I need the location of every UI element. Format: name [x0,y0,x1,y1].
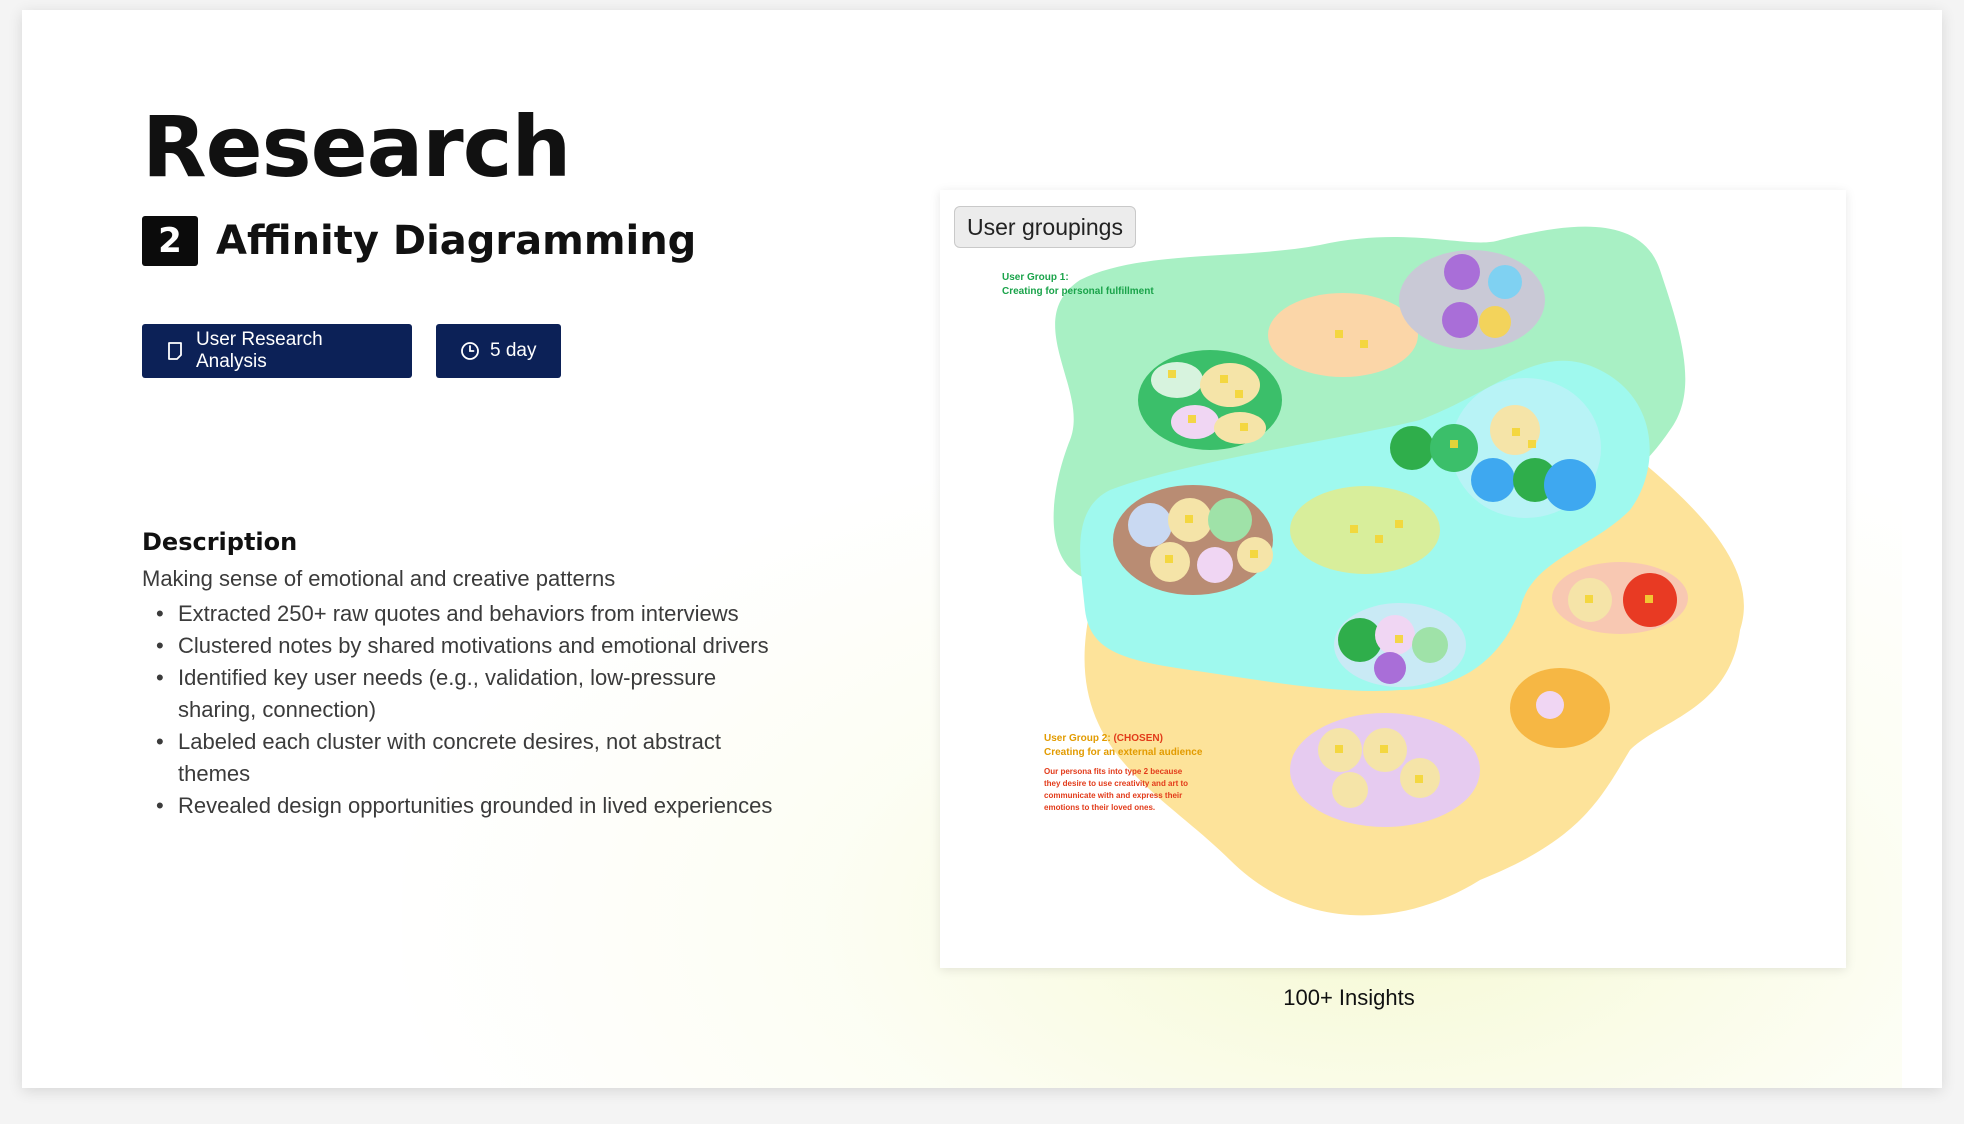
user-groupings-label: User groupings [954,206,1136,248]
list-item: Labeled each cluster with concrete desir… [142,726,782,790]
affinity-diagram-image: User Group 1: Creating for personal fulf… [940,190,1846,968]
group-2-note-line: communicate with and express their [1044,791,1182,800]
section-subtitle: 2 Affinity Diagramming [142,216,696,266]
section-subtitle-text: Affinity Diagramming [216,218,697,264]
group-2-note-line: Our persona fits into type 2 because [1044,767,1183,776]
affinity-diagram-canvas: User Group 1: Creating for personal fulf… [1002,226,1744,916]
list-item: Revealed design opportunities grounded i… [142,790,782,822]
image-caption: 100+ Insights [1283,985,1415,1010]
tag-label: User Research Analysis [196,329,323,372]
group-1-subtitle: Creating for personal fulfillment [1002,286,1154,297]
tag-label: 5 day [490,340,537,361]
document-icon [166,341,186,361]
group-2-title: User Group 2: (CHOSEN) [1044,733,1163,744]
group-1-title: User Group 1: [1002,272,1069,283]
list-item: Extracted 250+ raw quotes and behaviors … [142,598,782,630]
page-title: Research [142,98,571,196]
description-intro: Making sense of emotional and creative p… [142,566,616,591]
group-2-note-line: they desire to use creativity and art to [1044,779,1188,788]
group-2-subtitle: Creating for an external audience [1044,747,1203,758]
clock-icon [460,341,480,361]
group-2-note-line: emotions to their loved ones. [1044,803,1155,812]
step-number-badge: 2 [142,216,198,266]
list-item: Identified key user needs (e.g., validat… [142,662,782,726]
tag-duration[interactable]: 5 day [436,324,561,378]
slide-card: Research 2 Affinity Diagramming User Res… [22,10,1942,1088]
list-item: Clustered notes by shared motivations an… [142,630,782,662]
description-heading: Description [142,528,298,556]
tag-user-research-analysis[interactable]: User Research Analysis [142,324,412,378]
description-list: Extracted 250+ raw quotes and behaviors … [142,598,782,822]
